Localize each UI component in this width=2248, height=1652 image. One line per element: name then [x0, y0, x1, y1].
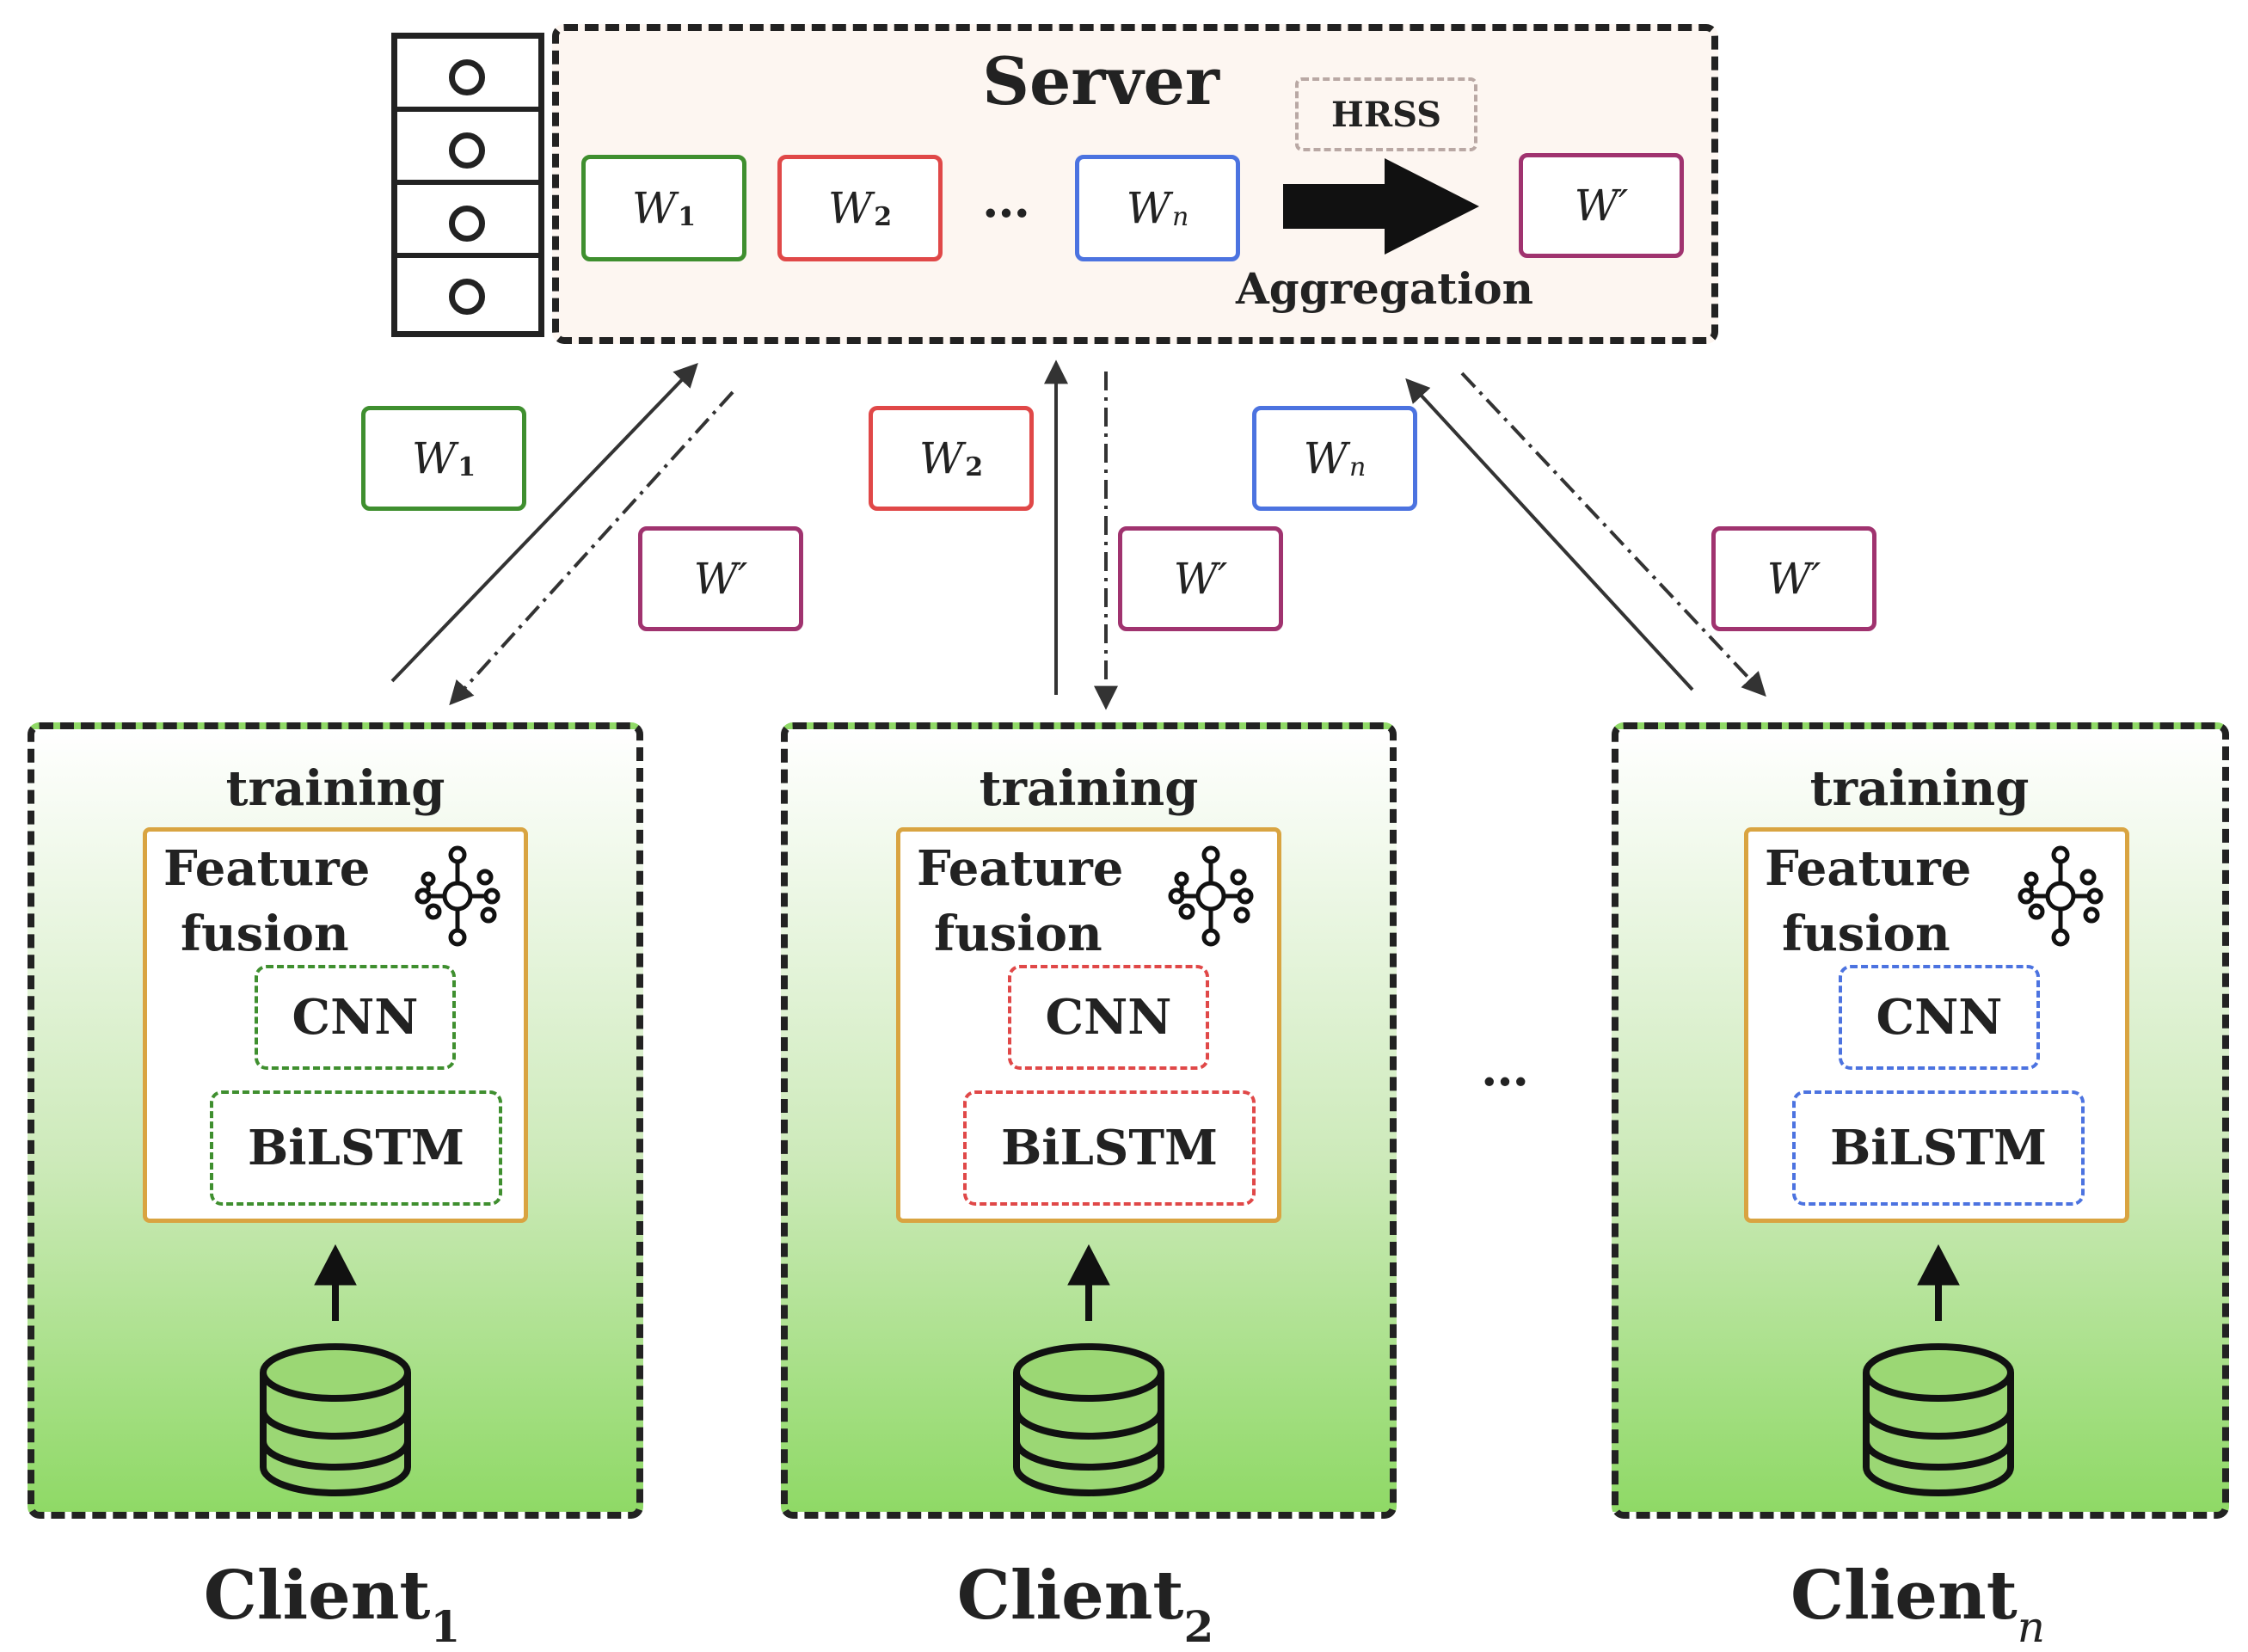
training-label-1: training: [225, 760, 445, 817]
cnn-box-2: CNN: [1008, 965, 1209, 1070]
bilstm-box-1: BiLSTM: [210, 1090, 502, 1206]
aggregation-arrow-icon: [1283, 158, 1479, 255]
database-icon: [260, 1343, 411, 1496]
upload-arrow-n: [1405, 378, 1694, 691]
download-weight-n: W′: [1711, 526, 1876, 631]
bilstm-box-2: BiLSTM: [963, 1090, 1256, 1206]
aggregation-label: Aggregation: [1235, 263, 1534, 314]
network-node-icon: [1168, 845, 1254, 947]
server-title: Server: [982, 43, 1219, 120]
bilstm-box-n: BiLSTM: [1792, 1090, 2085, 1206]
hrss-label: HRSS: [1295, 77, 1477, 151]
up-arrow-icon: [1067, 1244, 1110, 1321]
upload-arrow-1: [390, 362, 698, 683]
download-weight-1: W′: [638, 526, 803, 631]
download-weight-2: W′: [1118, 526, 1283, 631]
cnn-box-1: CNN: [255, 965, 456, 1070]
database-icon: [1013, 1343, 1164, 1496]
client-label-n: Clientn: [1790, 1557, 2045, 1652]
network-node-icon: [2018, 845, 2104, 947]
network-node-icon: [415, 845, 501, 947]
up-arrow-icon: [314, 1244, 357, 1321]
server-weights-ellipsis: …: [982, 172, 1030, 229]
cnn-box-n: CNN: [1839, 965, 2040, 1070]
client-label-1: Client1: [203, 1557, 461, 1652]
database-icon: [1863, 1343, 2014, 1496]
download-arrow-n: [1460, 372, 1766, 697]
download-arrow-1: [449, 390, 734, 706]
server-output-weight: W′: [1519, 153, 1684, 258]
training-label-n: training: [1809, 760, 2030, 817]
up-arrow-icon: [1917, 1244, 1960, 1321]
training-label-2: training: [979, 760, 1199, 817]
server-rack-icon: [391, 33, 544, 337]
clients-ellipsis: …: [1481, 1041, 1529, 1097]
client-label-2: Client2: [956, 1557, 1214, 1652]
